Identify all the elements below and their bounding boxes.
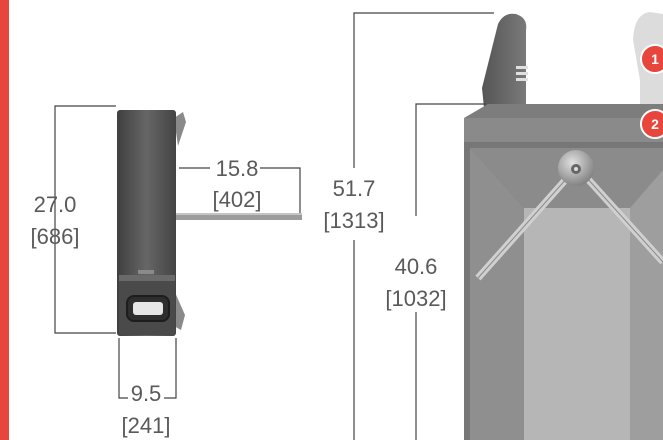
side-view — [117, 110, 302, 336]
side-height-metric: [686] — [31, 224, 80, 249]
side-width-value: 9.5 — [131, 381, 162, 406]
front-cabinet-height-value: 40.6 — [395, 254, 438, 279]
svg-text:1: 1 — [651, 51, 659, 67]
side-arm-value: 15.8 — [216, 156, 259, 181]
front-overall-height-metric: [1313] — [323, 208, 384, 233]
svg-text:2: 2 — [651, 116, 659, 132]
front-inner-panel — [524, 208, 630, 440]
side-arm-rod — [176, 213, 302, 220]
front-top-arm — [482, 13, 527, 108]
callout-badge-2: 2 — [640, 109, 663, 139]
front-cabinet-height-metric: [1032] — [385, 286, 446, 311]
callout-badge-1: 1 — [640, 44, 663, 74]
side-arm-metric: [402] — [213, 187, 262, 212]
side-height-value: 27.0 — [34, 192, 77, 217]
side-dimensions — [54, 105, 301, 399]
side-width-metric: [241] — [122, 413, 171, 438]
front-view — [464, 12, 663, 440]
accent-bar — [0, 0, 9, 440]
front-overall-height-value: 51.7 — [333, 176, 376, 201]
front-dimensions — [353, 12, 494, 440]
